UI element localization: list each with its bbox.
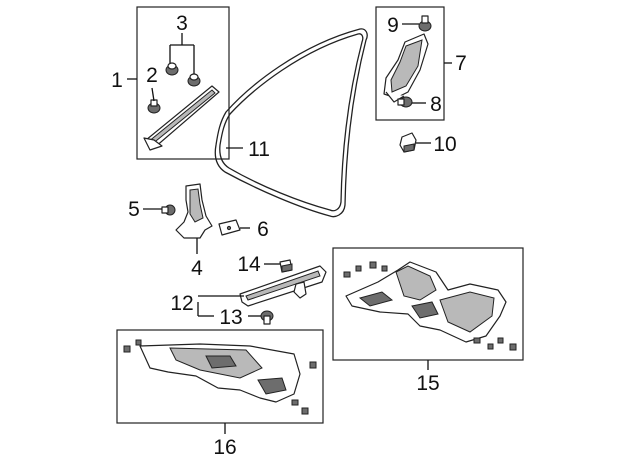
part-clip-9 xyxy=(418,15,432,32)
part-screw-13 xyxy=(260,310,274,325)
part-clips-3 xyxy=(165,62,201,87)
callout-16: 16 xyxy=(213,436,236,459)
callout-1: 1 xyxy=(111,69,123,92)
part-center-pillar-trim xyxy=(383,33,429,103)
callout-9: 9 xyxy=(387,14,399,37)
callout-4: 4 xyxy=(191,257,203,280)
callout-6: 6 xyxy=(257,218,269,241)
box-front-pillar-trim xyxy=(136,6,230,160)
box-rear-carpet xyxy=(116,329,324,424)
callout-12: 12 xyxy=(170,292,193,315)
part-clip-14 xyxy=(279,259,293,273)
part-rear-carpet xyxy=(123,339,317,415)
callout-5: 5 xyxy=(128,198,140,221)
part-front-carpet xyxy=(343,261,517,351)
part-pillar-garnish xyxy=(143,85,220,151)
callouts: 1 2 3 4 5 6 7 8 9 10 11 12 13 14 15 16 xyxy=(111,12,467,459)
part-weatherstrip xyxy=(214,28,368,218)
callout-10: 10 xyxy=(433,133,456,156)
part-plate-6 xyxy=(218,219,241,236)
part-screw-5 xyxy=(161,204,176,216)
callout-2: 2 xyxy=(146,64,158,87)
part-scuff-plate xyxy=(239,265,327,307)
callout-15: 15 xyxy=(416,372,439,395)
callout-3: 3 xyxy=(176,12,188,35)
callout-8: 8 xyxy=(430,93,442,116)
part-clip-8 xyxy=(397,96,413,108)
callout-7: 7 xyxy=(455,52,467,75)
leader-lines xyxy=(127,23,452,434)
part-lower-pillar-trim xyxy=(175,183,213,239)
part-clip-10 xyxy=(399,132,417,153)
callout-14: 14 xyxy=(237,253,261,276)
callout-13: 13 xyxy=(219,306,242,329)
part-clip-2 xyxy=(147,99,161,114)
callout-11: 11 xyxy=(248,138,270,161)
